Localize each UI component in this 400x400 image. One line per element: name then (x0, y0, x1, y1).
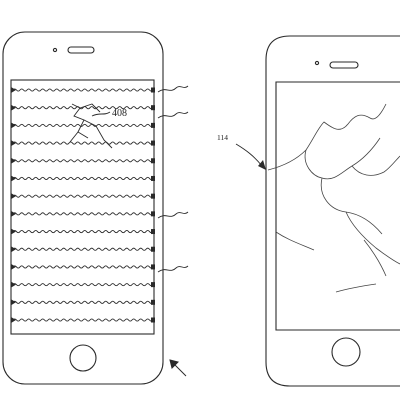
right-edge-marker (151, 122, 155, 128)
right-phone-speaker (329, 61, 359, 69)
wave-row (12, 318, 154, 322)
right-phone-camera (314, 60, 320, 66)
edge-reference-arrowhead (258, 160, 266, 170)
left-edge-marker (11, 228, 16, 235)
right-edge-marker (151, 211, 155, 217)
left-phone-camera (52, 47, 58, 53)
left-phone-edge-markers (11, 87, 155, 323)
wave-row (12, 141, 154, 145)
left-phone-crack (69, 103, 113, 149)
left-phone-wave-pattern (12, 88, 154, 322)
left-phone (2, 31, 164, 385)
wave-row (12, 283, 154, 287)
right-edge-marker (151, 87, 155, 93)
edge-reference-label: 114 (217, 133, 228, 142)
wave-row (12, 159, 154, 163)
left-edge-marker (11, 299, 16, 306)
left-edge-marker (11, 263, 16, 270)
wave-row (12, 212, 154, 216)
wave-row (12, 229, 154, 234)
wave-row (12, 123, 154, 127)
wave-row (12, 106, 154, 110)
crack-reference-label: 408 (112, 108, 127, 119)
wave-row (12, 176, 154, 181)
left-edge-marker (11, 193, 16, 200)
left-phone-arrow (169, 359, 187, 377)
left-edge-marker (11, 246, 16, 253)
left-phone-speaker (67, 46, 95, 54)
wave-row (12, 194, 154, 198)
right-edge-marker (151, 105, 155, 111)
right-edge-marker (151, 193, 155, 199)
left-edge-marker (11, 157, 16, 164)
left-edge-marker (11, 210, 16, 217)
wave-row (12, 265, 154, 269)
left-edge-marker (11, 104, 16, 111)
right-edge-marker (151, 140, 155, 146)
right-edge-marker (151, 175, 155, 181)
wave-row (12, 300, 154, 304)
right-phone-home-button[interactable] (331, 337, 361, 367)
right-phone (265, 35, 400, 387)
edge-reference-leader (235, 143, 263, 167)
right-phone-crack (267, 103, 400, 293)
right-edge-marker (151, 246, 155, 252)
right-phone-screen (275, 81, 400, 331)
left-edge-marker (11, 122, 16, 129)
left-phone-body (2, 31, 164, 385)
left-edge-marker (11, 87, 16, 93)
left-edge-marker (11, 140, 16, 147)
left-phone-home-button[interactable] (69, 344, 97, 372)
right-edge-marker (151, 229, 155, 235)
right-edge-marker (151, 264, 155, 270)
wave-row (12, 247, 154, 251)
right-edge-marker (151, 158, 155, 164)
right-edge-marker (151, 282, 155, 288)
left-phone-side-leaders (157, 85, 189, 273)
right-edge-marker (151, 317, 155, 323)
right-phone-body (265, 35, 400, 387)
left-edge-marker (11, 281, 16, 288)
left-edge-marker (11, 175, 16, 182)
wave-row (12, 88, 154, 92)
left-phone-screen (10, 79, 155, 335)
left-edge-marker (11, 317, 16, 323)
right-edge-marker (151, 299, 155, 305)
crack-reference-leader (91, 111, 111, 117)
